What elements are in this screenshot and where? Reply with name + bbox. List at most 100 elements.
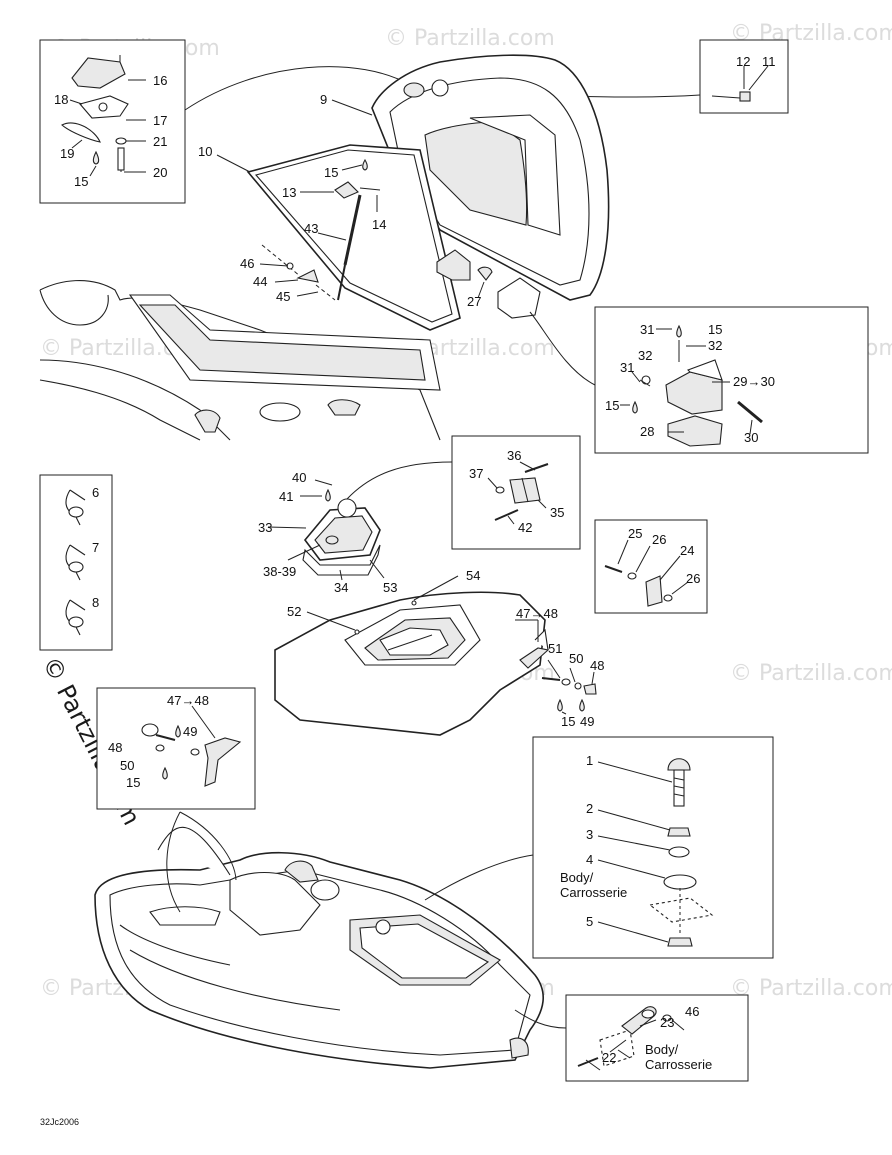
callout-2: 2: [586, 801, 593, 816]
boat-hull: [94, 811, 545, 1069]
callout-12: 12: [736, 54, 750, 69]
watermark: © Partzilla.com: [730, 976, 892, 1001]
callout-49: 49: [183, 724, 197, 739]
callout-26: 26: [686, 571, 700, 586]
callout-15: 15: [561, 714, 575, 729]
callout-32: 32: [708, 338, 722, 353]
callout-30: 30: [744, 430, 758, 445]
latch-parts-13-15: 13 14 15: [282, 158, 386, 232]
callout-8: 8: [92, 595, 99, 610]
leader-line: [529, 311, 596, 386]
callout-10: 10: [198, 144, 212, 159]
leader-line: [184, 66, 413, 111]
callout-9: 9: [320, 92, 327, 107]
callout-14: 14: [372, 217, 386, 232]
callout-20: 20: [153, 165, 167, 180]
callout-50: 50: [120, 758, 134, 773]
leader-line: [424, 854, 534, 901]
callout-35: 35: [550, 505, 564, 520]
callout-24: 24: [680, 543, 694, 558]
callout-38-39: 38-39: [263, 564, 296, 579]
callout-15: 15: [74, 174, 88, 189]
lock-assembly-box: 16 18 17 21 19 20 15: [39, 39, 186, 204]
callout-44: 44: [253, 274, 267, 289]
callout-49: 49: [580, 714, 594, 729]
storage-bin: 52 54: [274, 568, 550, 736]
callout-46: 46: [685, 1004, 699, 1019]
callout-25: 25: [628, 526, 642, 541]
storage-cover-assembly: 40 41 33 38-39 34 53: [258, 470, 397, 595]
watermark: © Partzilla.com: [730, 661, 892, 686]
strut-bracket-44-46: 46 44 45: [240, 244, 336, 304]
latch-parts-47-51: 47→48 51 50 48 15 49: [515, 606, 604, 729]
lid-seal-frame: 10: [198, 144, 461, 331]
callout-1: 1: [586, 753, 593, 768]
callout-23: 23: [660, 1015, 674, 1030]
callout-54: 54: [466, 568, 480, 583]
diagram-code: 32Jc2006: [40, 1117, 79, 1127]
cover-hinge-box: 36 37 35 42: [451, 435, 581, 550]
mounting-bolt-box: 1 2 3 4 Body/ Carrosserie 5: [532, 736, 774, 959]
callout-47-48: 47→48: [516, 606, 558, 621]
callout-32: 32: [638, 348, 652, 363]
callout-42: 42: [518, 520, 532, 535]
callout-15: 15: [605, 398, 619, 413]
callout-19: 19: [60, 146, 74, 161]
callout-4: 4: [586, 852, 593, 867]
callout-11: 11: [762, 54, 776, 69]
callout-48: 48: [108, 740, 122, 755]
callout-29-30: 29→30: [733, 374, 775, 389]
callout-31: 31: [620, 360, 634, 375]
tie-straps-box: 6 7 8: [39, 474, 113, 651]
callout-15: 15: [126, 775, 140, 790]
callout-34: 34: [334, 580, 348, 595]
callout-52: 52: [287, 604, 301, 619]
gas-strut-43: 43: [304, 194, 362, 301]
callout-27: 27: [467, 294, 481, 309]
hinge-parts-box: 31 15 32 32 31 29→30 15 28 30: [594, 306, 869, 454]
callout-6: 6: [92, 485, 99, 500]
callout-48: 48: [590, 658, 604, 673]
latch-box-47-50: 47→48 49 48 50 15: [96, 687, 256, 810]
callout-15: 15: [708, 322, 722, 337]
callout-5: 5: [586, 914, 593, 929]
callout-33: 33: [258, 520, 272, 535]
callout-45: 45: [276, 289, 290, 304]
callout-3: 3: [586, 827, 593, 842]
body-label: Body/: [645, 1042, 679, 1057]
callout-47-48: 47→48: [167, 693, 209, 708]
callout-22: 22: [602, 1050, 616, 1065]
callout-26: 26: [652, 532, 666, 547]
callout-51: 51: [548, 641, 562, 656]
callout-31: 31: [640, 322, 654, 337]
callout-17: 17: [153, 113, 167, 128]
callout-37: 37: [469, 466, 483, 481]
hinges-27: 27: [436, 249, 541, 319]
callout-41: 41: [279, 489, 293, 504]
callout-28: 28: [640, 424, 654, 439]
callout-18: 18: [54, 92, 68, 107]
leader-line: [514, 1009, 567, 1029]
body-label: Carrosserie: [645, 1057, 712, 1072]
latch-box-24-26: 25 26 24 26: [594, 519, 708, 614]
body-label: Carrosserie: [560, 885, 627, 900]
callout-7: 7: [92, 540, 99, 555]
tie-wrap-box: 23 46 22 Body/ Carrosserie: [565, 994, 749, 1082]
callout-15: 15: [324, 165, 338, 180]
callout-16: 16: [153, 73, 167, 88]
callout-21: 21: [153, 134, 167, 149]
fastener-box-11-12: 12 11: [699, 39, 789, 114]
leader-line: [346, 461, 453, 500]
callout-43: 43: [304, 221, 318, 236]
callout-40: 40: [292, 470, 306, 485]
callout-53: 53: [383, 580, 397, 595]
callout-50: 50: [569, 651, 583, 666]
watermark: © Partzilla.com: [385, 26, 555, 51]
body-label: Body/: [560, 870, 594, 885]
callout-13: 13: [282, 185, 296, 200]
callout-46: 46: [240, 256, 254, 271]
callout-36: 36: [507, 448, 521, 463]
storage-lid: 9: [320, 54, 610, 301]
seat-area: [39, 280, 441, 441]
